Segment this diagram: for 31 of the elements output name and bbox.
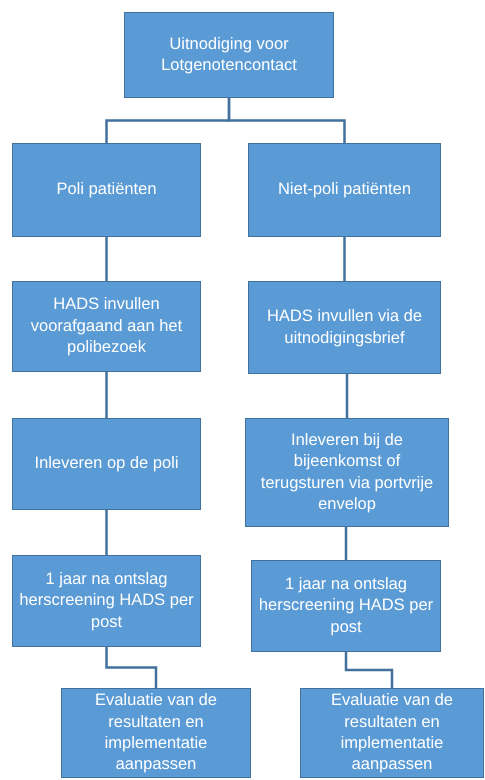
box-text: Inleveren op de poli [34,453,179,474]
connector-line [105,372,108,418]
process-box [248,281,441,374]
process-box [248,143,441,237]
process-box [251,560,441,652]
box-text: Poli patiënten [56,179,156,200]
box-text: Inleveren bij de bijeenkomst of terugsturen via portvrije envelop [260,430,434,515]
box-text: Evaluatie van de resultaten en implementatie aanpassen [94,690,218,776]
box-text: HADS invullen via de uitnodigingsbrief [266,306,423,348]
connector-line [105,510,108,555]
connector-line [346,374,348,418]
connector-line [228,98,346,143]
box-text: Uitnodiging voor Lotgenotencontact [160,34,298,76]
connector-line [344,652,394,688]
box-text: HADS invullen voorafgaand aan het polibezoek [30,294,184,358]
connector-line [105,647,158,688]
connector-line [105,237,108,281]
process-box [12,281,201,372]
connector-line [344,527,348,560]
process-box [12,418,201,510]
box-text: 1 jaar na ontslag herscreening HADS per post [19,568,194,633]
box-text: Niet-poli patiënten [278,179,411,200]
process-box [300,688,484,778]
process-box [124,12,334,98]
box-text: Evaluatie van de resultaten en implementatie aanpassen [330,690,454,776]
process-box [12,143,201,237]
process-box [12,555,201,647]
process-box [61,688,251,778]
process-box [245,418,449,527]
box-text: 1 jaar na ontslag herscreening HADS per post [258,574,434,638]
connector-line [343,237,346,281]
